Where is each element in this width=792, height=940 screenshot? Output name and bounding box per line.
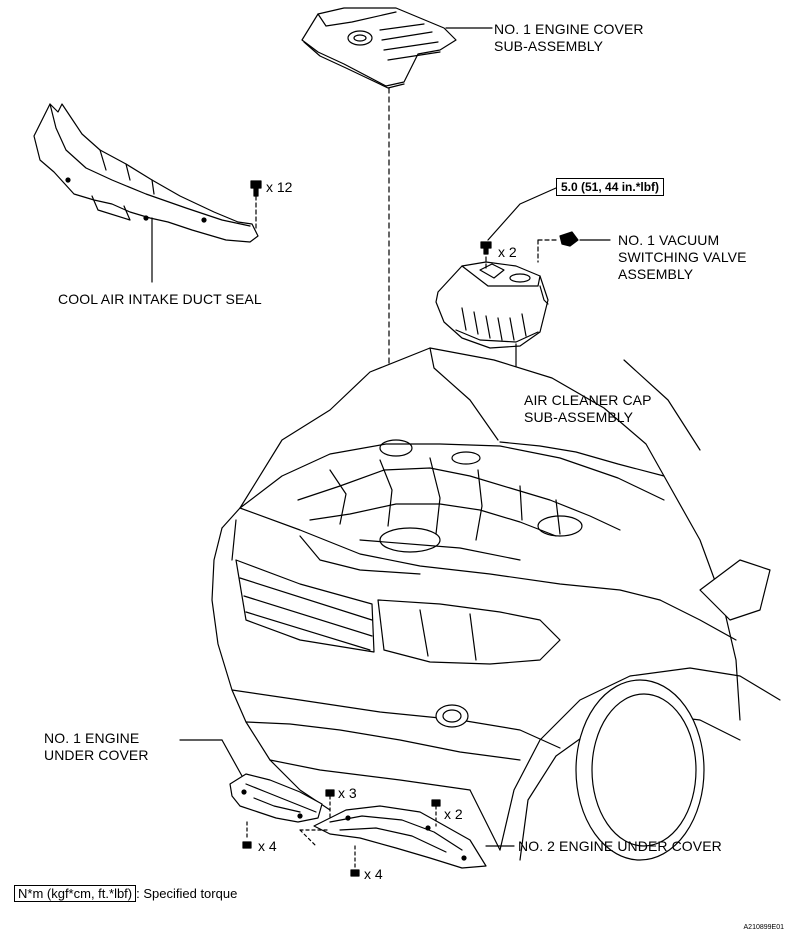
engine-cover-illustration xyxy=(301,7,457,89)
duct-clip-icon xyxy=(250,180,262,197)
engine-cover-label: NO. 1 ENGINE COVER SUB-ASSEMBLY xyxy=(494,21,644,55)
vehicle-illustration xyxy=(211,347,781,861)
vacuum-valve-guide xyxy=(537,239,557,263)
aircleaner-bolt-icon xyxy=(480,241,492,255)
under-cover-2-label: NO. 2 ENGINE UNDER COVER xyxy=(518,838,722,854)
cover2-bottom-bolt-icon xyxy=(350,845,360,877)
air-cleaner-cap-label-line2: SUB-ASSEMBLY xyxy=(524,409,634,425)
under-cover-1-label: NO. 1 ENGINE UNDER COVER xyxy=(44,730,149,764)
vacuum-valve-icon xyxy=(559,231,579,247)
under-cover-1-illustration xyxy=(229,773,323,823)
under-cover-1-label-line1: NO. 1 ENGINE xyxy=(44,730,140,746)
engine-cover-label-line2: SUB-ASSEMBLY xyxy=(494,38,604,54)
vacuum-valve-label-line2: SWITCHING VALVE xyxy=(618,249,747,265)
air-cleaner-cap-label-line1: AIR CLEANER CAP xyxy=(524,392,652,408)
torque-legend-text: : Specified torque xyxy=(136,886,238,901)
cover-join-guide xyxy=(299,829,331,847)
cover1-bottom-bolt-quantity: x 4 xyxy=(258,838,277,854)
under-cover-1-leader xyxy=(179,739,243,777)
duct-seal-illustration xyxy=(33,103,259,243)
under-cover-2-illustration xyxy=(313,805,487,869)
torque-value-box: 5.0 (51, 44 in.*lbf) xyxy=(556,178,665,196)
air-cleaner-cap-label: AIR CLEANER CAP SUB-ASSEMBLY xyxy=(524,392,652,426)
torque-legend: N*m (kgf*cm, ft.*lbf): Specified torque xyxy=(14,885,238,902)
vacuum-valve-label: NO. 1 VACUUM SWITCHING VALVE ASSEMBLY xyxy=(618,232,747,283)
torque-leader xyxy=(487,187,557,241)
under-cover-1-label-line2: UNDER COVER xyxy=(44,747,149,763)
duct-seal-label: COOL AIR INTAKE DUCT SEAL xyxy=(58,291,262,307)
cover1-bottom-bolt-icon xyxy=(242,821,252,849)
vacuum-valve-label-line1: NO. 1 VACUUM xyxy=(618,232,720,248)
cover2-top-bolt-icon xyxy=(431,799,441,827)
cover2-bottom-bolt-quantity: x 4 xyxy=(364,866,383,882)
vacuum-valve-label-line3: ASSEMBLY xyxy=(618,266,694,282)
cover1-top-bolt-quantity: x 3 xyxy=(338,785,357,801)
torque-legend-unit: N*m (kgf*cm, ft.*lbf) xyxy=(14,885,137,902)
cover1-top-bolt-icon xyxy=(325,789,335,819)
figure-id: A210899E01 xyxy=(743,924,784,931)
aircleaner-bolt-quantity: x 2 xyxy=(498,244,517,260)
air-cleaner-cap-illustration xyxy=(435,261,549,349)
engine-cover-label-line1: NO. 1 ENGINE COVER xyxy=(494,21,644,37)
cover2-top-bolt-quantity: x 2 xyxy=(444,806,463,822)
duct-clip-quantity: x 12 xyxy=(266,179,293,195)
